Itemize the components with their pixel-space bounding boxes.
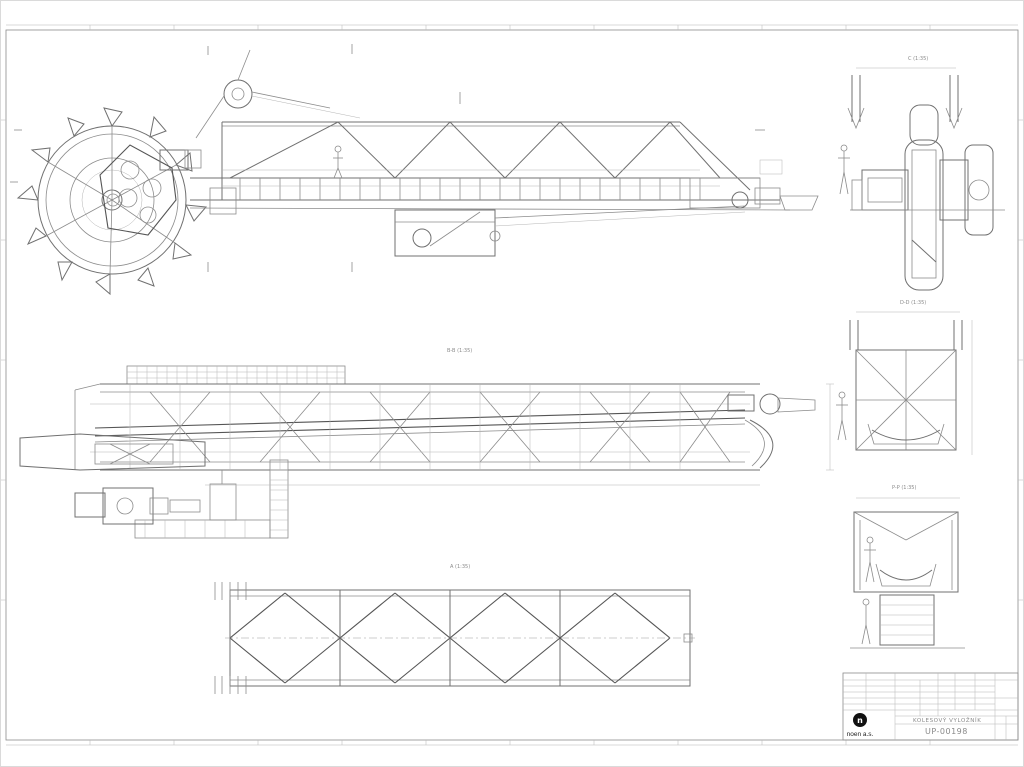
company-logo: n noen a.s.: [847, 713, 874, 738]
view-c-end-elevation: C (1:35): [838, 56, 1005, 291]
hoist-pulley: [195, 49, 361, 139]
operator-figure: [333, 145, 343, 179]
wheel-gearbox: [99, 144, 202, 236]
boom-support-frame: [209, 187, 746, 257]
section-bb-plan-view: B-B (1:35): [19, 348, 834, 539]
dimension-lines: [205, 383, 834, 486]
logo-mark: n: [857, 716, 863, 725]
section-pp: P-P (1:35): [850, 485, 965, 649]
section-markers: [10, 44, 765, 272]
company-name: noen a.s.: [847, 731, 874, 738]
drawing-number: UP-00198: [925, 727, 968, 736]
walkway-grating: [126, 365, 346, 385]
section-bb-label: B-B (1:35): [447, 348, 472, 354]
view-c-figure: [838, 144, 850, 195]
title-block: n noen a.s. KOLESOVÝ VYLOŽNÍK UP-00198: [842, 672, 1019, 741]
view-c-label: C (1:35): [908, 56, 928, 62]
support-grating: [134, 459, 289, 539]
conveyor-head-drive: [727, 393, 816, 469]
view-a-label: A (1:35): [450, 564, 470, 570]
section-dd: D-D (1:35): [836, 300, 973, 455]
boom-tail-drive: [689, 159, 819, 211]
drawing-title: KOLESOVÝ VYLOŽNÍK: [913, 716, 981, 724]
view-a-truss-plan: A (1:35): [214, 564, 695, 694]
section-dd-label: D-D (1:35): [900, 300, 926, 306]
motor-drive-unit: [74, 470, 237, 525]
bucket-wheel: [16, 107, 208, 296]
section-pp-label: P-P (1:35): [892, 485, 916, 491]
side-view-bucket-wheel-boom: [10, 44, 819, 296]
left-transfer-chute: [19, 433, 206, 471]
boom-truss: [189, 121, 791, 211]
conveyor-body: [74, 383, 760, 471]
